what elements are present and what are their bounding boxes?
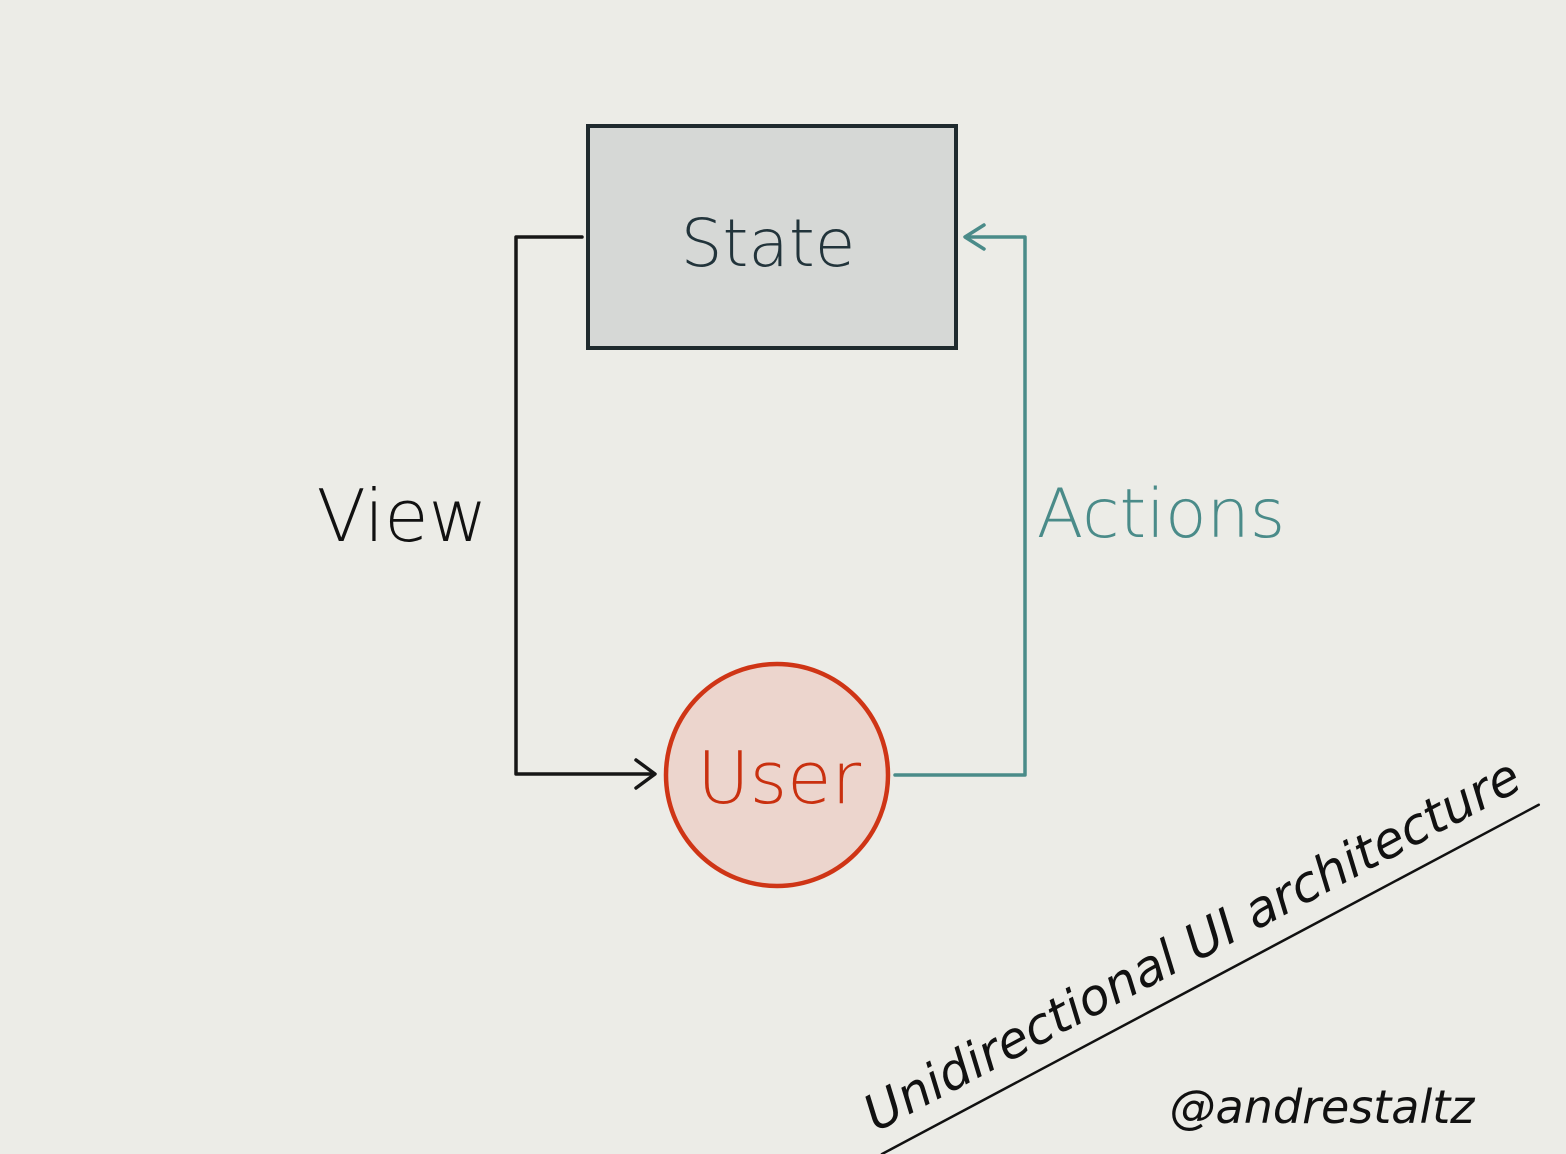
- state-box: State: [586, 124, 958, 350]
- author-handle: @andrestaltz: [1170, 1080, 1476, 1134]
- state-label: State: [681, 205, 856, 282]
- actions-arrow: [893, 223, 1027, 777]
- view-arrow: [514, 235, 657, 790]
- view-label: View: [317, 474, 488, 558]
- user-label: User: [697, 736, 862, 820]
- title-underline: [880, 803, 1541, 1154]
- user-node: User: [663, 661, 891, 889]
- actions-label: Actions: [1037, 475, 1285, 554]
